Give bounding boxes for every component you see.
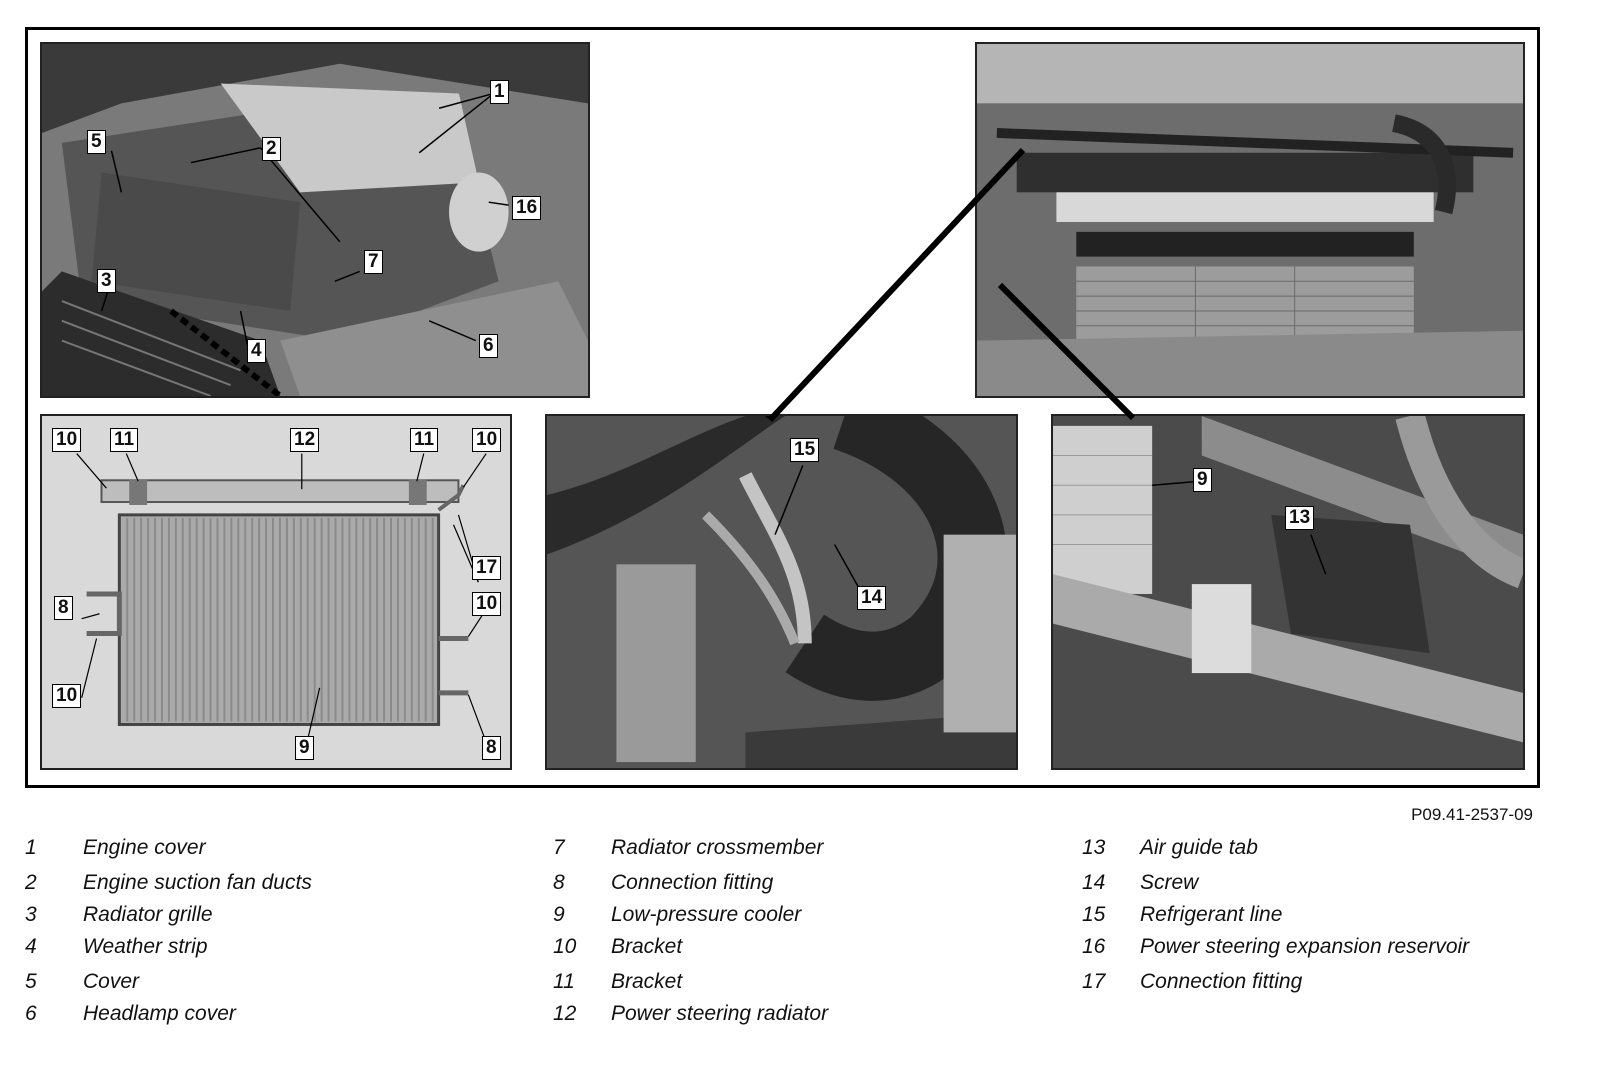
legend-label: Screw <box>1140 871 1199 894</box>
callout-1: 1 <box>490 80 509 104</box>
legend-label: Bracket <box>611 935 683 958</box>
legend-label: Engine cover <box>83 836 206 859</box>
legend-number: 9 <box>553 903 565 926</box>
legend-number: 2 <box>25 871 37 894</box>
legend-number: 6 <box>25 1002 37 1025</box>
callout-7: 7 <box>364 250 383 274</box>
legend-label: Radiator grille <box>83 903 213 926</box>
legend-label: Refrigerant line <box>1140 903 1283 926</box>
callout-5: 5 <box>87 130 106 154</box>
callout-8-b: 8 <box>482 736 501 760</box>
panel-power-steering-radiator: 10 11 12 11 10 17 8 10 10 9 8 <box>40 414 512 770</box>
callout-13: 13 <box>1285 506 1315 530</box>
legend-number: 8 <box>553 871 565 894</box>
air-guide-tab-photo <box>1053 416 1523 768</box>
legend-label: Low-pressure cooler <box>611 903 802 926</box>
legend-number: 16 <box>1082 935 1106 958</box>
legend-label: Engine suction fan ducts <box>83 871 312 894</box>
panel-refrigerant-line: 15 14 <box>545 414 1018 770</box>
callout-12: 12 <box>290 428 320 452</box>
legend-label: Connection fitting <box>1140 970 1303 993</box>
legend-number: 5 <box>25 970 37 993</box>
legend-number: 15 <box>1082 903 1106 926</box>
callout-9-a: 9 <box>295 736 314 760</box>
legend-number: 10 <box>553 935 577 958</box>
legend-label: Radiator crossmember <box>611 836 824 859</box>
legend-label: Connection fitting <box>611 871 774 894</box>
callout-10-d: 10 <box>52 684 82 708</box>
callout-10-a: 10 <box>52 428 82 452</box>
callout-3: 3 <box>97 269 116 293</box>
legend-label: Power steering expansion reservoir <box>1140 935 1470 958</box>
legend-number: 12 <box>553 1002 577 1025</box>
front-radiator-photo <box>977 44 1523 396</box>
callout-10-b: 10 <box>472 428 502 452</box>
callout-9-b: 9 <box>1193 468 1212 492</box>
legend-label: Power steering radiator <box>611 1002 829 1025</box>
figure-reference: P09.41-2537-09 <box>1411 805 1533 824</box>
callout-16: 16 <box>512 196 542 220</box>
legend-number: 1 <box>25 836 37 859</box>
callout-2: 2 <box>262 137 281 161</box>
callout-10-c: 10 <box>472 592 502 616</box>
panel-engine-compartment: 1 2 5 16 7 3 4 6 <box>40 42 590 398</box>
callout-4: 4 <box>247 339 266 363</box>
callout-14: 14 <box>857 586 887 610</box>
callout-17: 17 <box>472 556 502 580</box>
legend-number: 17 <box>1082 970 1106 993</box>
callout-11-a: 11 <box>110 428 139 452</box>
panel-front-radiator <box>975 42 1525 398</box>
refrigerant-line-photo <box>547 416 1016 768</box>
legend-label: Cover <box>83 970 140 993</box>
panel-air-guide-tab: 9 13 <box>1051 414 1525 770</box>
legend-label: Headlamp cover <box>83 1002 236 1025</box>
callout-8-a: 8 <box>54 596 73 620</box>
legend-number: 14 <box>1082 871 1106 894</box>
legend-number: 13 <box>1082 836 1106 859</box>
legend-number: 3 <box>25 903 37 926</box>
legend-number: 4 <box>25 935 37 958</box>
legend-number: 11 <box>553 970 575 993</box>
legend-label: Air guide tab <box>1140 836 1258 859</box>
legend-number: 7 <box>553 836 565 859</box>
callout-15: 15 <box>790 438 820 462</box>
legend-label: Bracket <box>611 970 683 993</box>
figure-frame: 1 2 5 16 7 3 4 6 <box>25 27 1540 788</box>
radiator-drawing <box>42 416 510 768</box>
callout-6: 6 <box>479 334 498 358</box>
callout-11-b: 11 <box>410 428 439 452</box>
legend-label: Weather strip <box>83 935 208 958</box>
